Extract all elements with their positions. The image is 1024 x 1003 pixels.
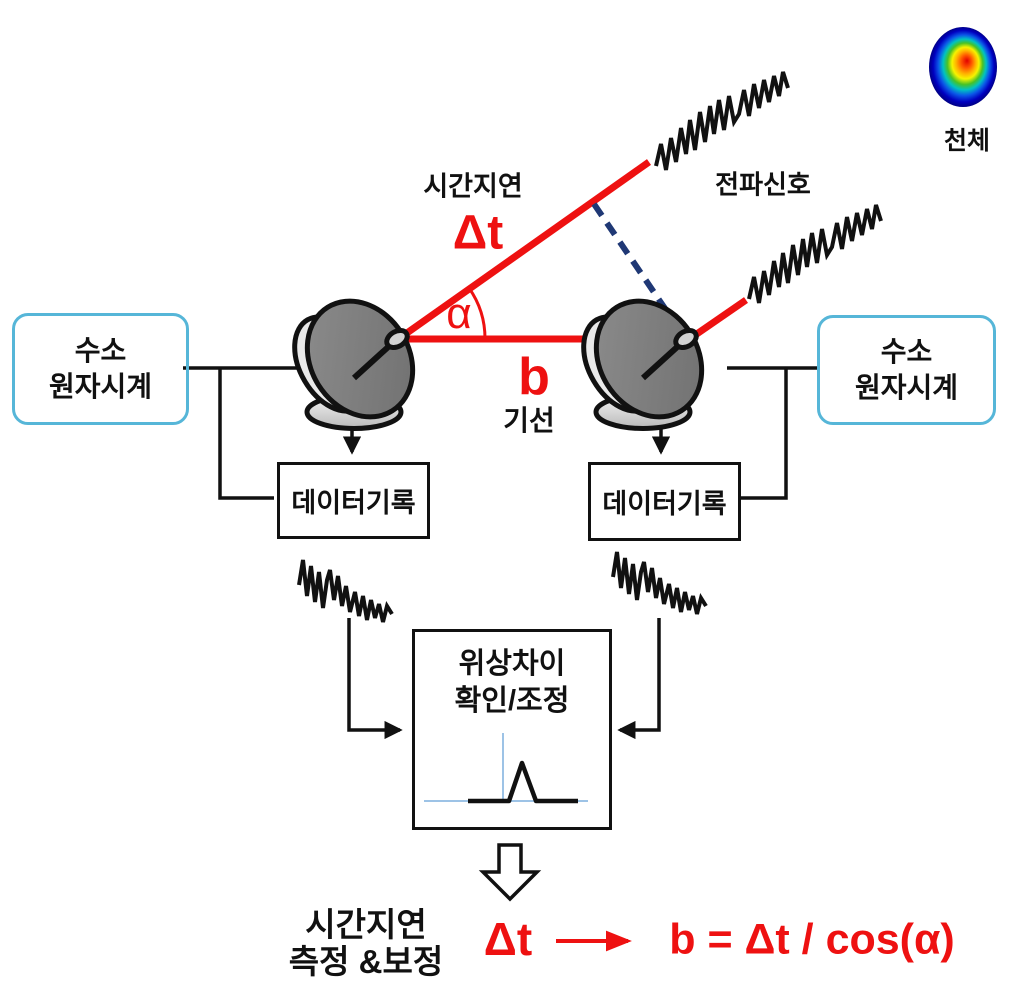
data-recorder-right-box: 데이터기록 [588, 462, 741, 541]
clock-right-line2: 원자시계 [854, 372, 959, 403]
time-delay-symbol: Δt [452, 206, 504, 260]
celestial-source-label: 천체 [943, 127, 991, 155]
angle-symbol: α [446, 289, 472, 338]
radio-telescope-right-icon [568, 281, 723, 436]
down-block-arrow-icon [478, 843, 542, 902]
hydrogen-clock-right-box: 수소 원자시계 [817, 315, 996, 425]
radio-signal-waveform-upper-icon [654, 70, 790, 172]
wavefront-dashed-line [591, 202, 686, 337]
clock-left-line1: 수소 [74, 334, 127, 366]
recorder-left-to-correlator-arrow [347, 618, 403, 740]
result-caption-line2: 측정 &보정 [288, 943, 444, 980]
baseline-label: 기선 [503, 405, 555, 436]
correlator-box: 위상차이 확인/조정 [412, 629, 612, 830]
recorded-signal-left-waveform-icon [297, 558, 394, 624]
signal-path-left-line [394, 159, 652, 343]
radio-telescope-left-icon [279, 281, 434, 436]
clock-left-line2: 원자시계 [48, 371, 153, 402]
recorded-signal-right-waveform-icon [611, 550, 708, 616]
correlator-label-line2: 확인/조정 [454, 685, 570, 718]
recorder-right-to-correlator-arrow [617, 618, 661, 740]
clock-right-to-recorder-line [738, 368, 788, 500]
data-recorder-left-box: 데이터기록 [277, 462, 430, 539]
correlator-label-line1: 위상차이 [458, 648, 566, 680]
correlation-peak-plot [424, 733, 588, 804]
time-delay-label: 시간지연 [423, 171, 523, 202]
radio-signal-waveform-lower-icon [747, 203, 883, 305]
hydrogen-clock-left-box: 수소 원자시계 [12, 313, 189, 425]
clock-left-to-recorder-line [218, 368, 274, 500]
result-formula: b = Δt / cos(α) [669, 915, 955, 964]
angle-arc [467, 287, 487, 340]
result-caption: 시간지연 측정 &보정 [288, 906, 444, 981]
result-caption-line1: 시간지연 [305, 906, 427, 944]
clock-right-line1: 수소 [880, 335, 933, 367]
celestial-source-icon [929, 27, 997, 107]
data-recorder-right-label: 데이터기록 [602, 489, 727, 519]
result-delta-t: Δt [483, 913, 533, 965]
radio-signal-label: 전파신호 [715, 169, 811, 200]
baseline-symbol: b [518, 348, 550, 406]
data-recorder-left-label: 데이터기록 [291, 488, 416, 518]
